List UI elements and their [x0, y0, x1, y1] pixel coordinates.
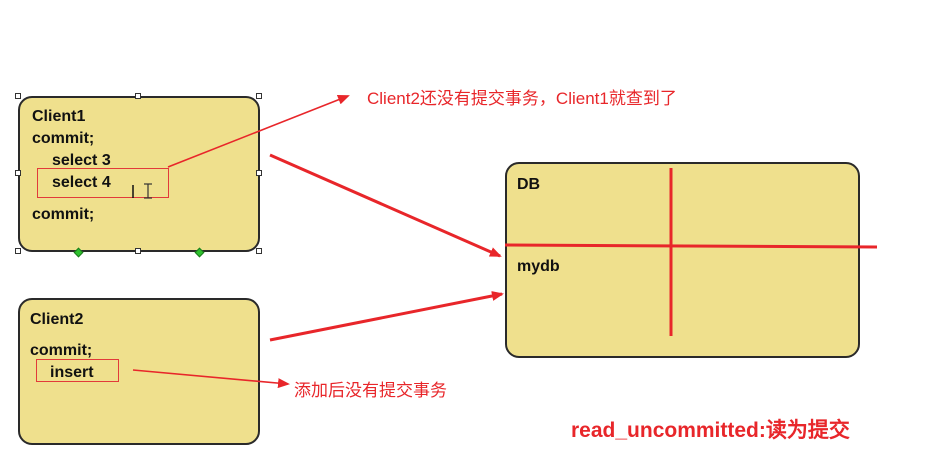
selection-handle[interactable] — [15, 93, 21, 99]
selection-handle[interactable] — [15, 170, 21, 176]
isolation-level-label: read_uncommitted:读为提交 — [571, 419, 850, 442]
client1-select-highlight — [37, 168, 169, 198]
client1-select-line-2: select 4 — [52, 174, 111, 191]
db-title: DB — [517, 176, 541, 193]
client2-insert-highlight — [36, 359, 119, 382]
selection-handle[interactable] — [135, 248, 141, 254]
client1-commit-line-2: commit; — [32, 206, 95, 223]
client2-commit-line: commit; — [30, 342, 93, 359]
db-box: DB mydb — [505, 162, 860, 358]
client1-box: Client1 commit; select 3 select 4 commit… — [18, 96, 260, 252]
selection-handle[interactable] — [256, 170, 262, 176]
insert-uncommitted-note: 添加后没有提交事务 — [294, 381, 447, 400]
client2-insert-line: insert — [50, 364, 94, 381]
db-schema-label: mydb — [517, 258, 560, 275]
selection-handle[interactable] — [256, 93, 262, 99]
client1-to-db-arrow — [269, 153, 502, 258]
client1-title: Client1 — [32, 108, 86, 125]
client2-to-db-arrow — [269, 291, 504, 342]
client2-box: Client2 commit; insert — [18, 298, 260, 445]
client1-commit-line-1: commit; — [32, 130, 95, 147]
selection-handle[interactable] — [256, 248, 262, 254]
dirty-read-note: Client2还没有提交事务，Client1就查到了 — [367, 89, 677, 108]
client1-select-line-1: select 3 — [52, 152, 111, 169]
selection-handle[interactable] — [135, 93, 141, 99]
selection-handle[interactable] — [15, 248, 21, 254]
client2-title: Client2 — [30, 311, 84, 328]
